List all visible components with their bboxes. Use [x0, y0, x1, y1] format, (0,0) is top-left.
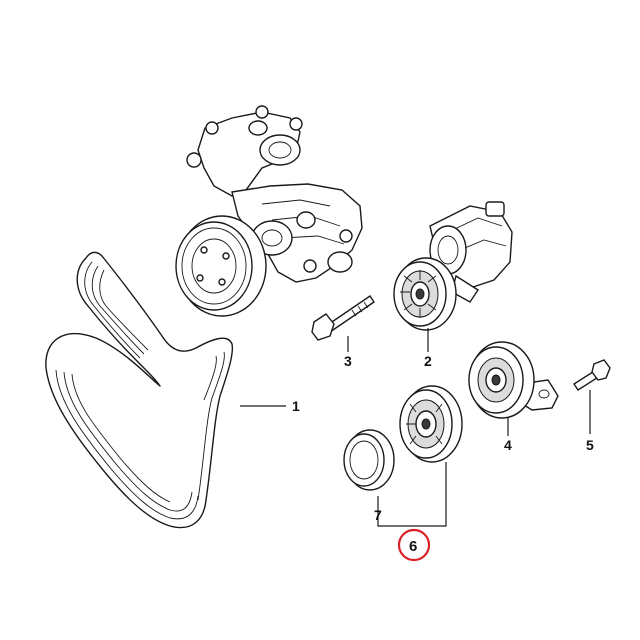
callout-2: 2 [424, 353, 432, 369]
pulley-disc [175, 215, 267, 317]
callout-5: 5 [586, 437, 594, 453]
bolt-long [311, 295, 375, 341]
idler-pulley-bracket [468, 341, 559, 419]
water-pump [186, 105, 363, 283]
callout-7: 7 [374, 507, 382, 523]
callout-1: 1 [292, 398, 300, 414]
dust-cap [343, 429, 395, 491]
tensioner-assembly [429, 201, 513, 303]
drive-belt [45, 251, 234, 529]
highlight-circle [397, 528, 431, 562]
callouts: 1 2 3 4 5 7 6 [292, 353, 594, 562]
callout-4: 4 [504, 437, 512, 453]
idler-pulley [399, 385, 463, 463]
tensioner-pulley [393, 257, 457, 331]
callout-3: 3 [344, 353, 352, 369]
leader-lines [240, 328, 591, 527]
bolt-short [573, 359, 611, 391]
callout-6: 6 [409, 538, 417, 555]
